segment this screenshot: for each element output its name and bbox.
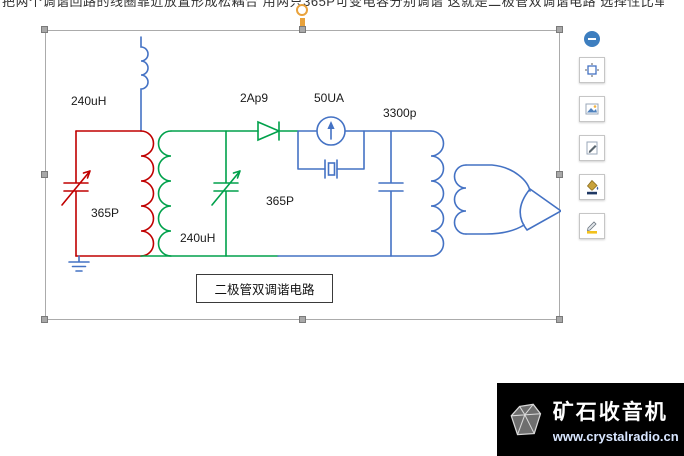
watermark: 矿石收音机 www.crystalradio.cn bbox=[497, 383, 684, 456]
tank2[interactable] bbox=[140, 120, 299, 257]
earphone-lead-bottom bbox=[465, 224, 525, 235]
label-tank2-inductor[interactable]: 240uH bbox=[180, 231, 215, 245]
pencil-yellow-icon bbox=[586, 221, 597, 234]
outline-color-button[interactable] bbox=[579, 213, 605, 239]
selection-handle-top-right[interactable] bbox=[556, 26, 563, 33]
label-meter[interactable]: 50UA bbox=[314, 91, 344, 105]
earphone-lead-top bbox=[465, 164, 531, 192]
drawing-canvas[interactable]: 240uH 365P 240uH 365P 2Ap9 50UA 3300p 二极… bbox=[45, 30, 561, 321]
earphone-body[interactable] bbox=[519, 188, 561, 231]
paint-bucket-icon bbox=[586, 179, 599, 195]
picture-icon bbox=[585, 103, 599, 115]
antenna-coil-shape[interactable] bbox=[140, 36, 149, 132]
ground-symbol[interactable] bbox=[68, 255, 90, 272]
label-tank1-capacitor[interactable]: 365P bbox=[91, 206, 119, 220]
selection-handle-bottom-middle[interactable] bbox=[299, 316, 306, 323]
tank1[interactable] bbox=[61, 130, 155, 257]
transformer-primary[interactable] bbox=[430, 130, 445, 257]
crystal-element-body bbox=[327, 162, 336, 176]
circuit-diagram[interactable]: 240uH 365P 240uH 365P 2Ap9 50UA 3300p bbox=[46, 31, 561, 321]
watermark-site-name: 矿石收音机 bbox=[552, 400, 668, 424]
tank1-capacitor-arrow bbox=[61, 170, 91, 206]
tank1-variable-capacitor[interactable] bbox=[63, 130, 89, 257]
clipped-text-line: 把两个调谐回路的线圈靠近放置形成松耦合 用两只365P可变电容分别调谐 这就是二… bbox=[2, 0, 664, 7]
label-filter-capacitor[interactable]: 3300p bbox=[383, 106, 417, 120]
watermark-site-url: www.crystalradio.cn bbox=[552, 428, 678, 444]
tank2-capacitor-arrow bbox=[211, 170, 241, 206]
edit-pencil-icon bbox=[586, 141, 598, 155]
collapse-toolbar-button[interactable] bbox=[584, 31, 600, 47]
filter-capacitor[interactable] bbox=[378, 130, 404, 257]
clipped-text: 把两个调谐回路的线圈靠近放置形成松耦合 用两只365P可变电容分别调谐 这就是二… bbox=[2, 0, 664, 7]
selection-handle-middle-left[interactable] bbox=[41, 171, 48, 178]
circuit-title-box[interactable]: 二极管双调谐电路 bbox=[196, 274, 333, 303]
circuit-title: 二极管双调谐电路 bbox=[214, 283, 315, 297]
detector-meter-section[interactable] bbox=[68, 116, 561, 272]
picture-style-button[interactable] bbox=[579, 96, 605, 122]
minus-circle-icon bbox=[588, 38, 596, 40]
tank2-variable-capacitor[interactable] bbox=[213, 130, 239, 257]
selection-handle-top-left[interactable] bbox=[41, 26, 48, 33]
selection-handle-bottom-left[interactable] bbox=[41, 316, 48, 323]
fill-color-button[interactable] bbox=[579, 174, 605, 200]
layout-options-button[interactable] bbox=[579, 57, 605, 83]
meter-needle-arrowhead bbox=[327, 121, 335, 129]
label-tank2-capacitor[interactable]: 365P bbox=[266, 194, 294, 208]
selection-handle-bottom-right[interactable] bbox=[556, 316, 563, 323]
layout-icon bbox=[585, 63, 599, 77]
rotate-handle-stem bbox=[300, 18, 305, 26]
diode-bar bbox=[278, 121, 299, 141]
diode[interactable] bbox=[257, 120, 282, 142]
selection-handle-middle-right[interactable] bbox=[556, 171, 563, 178]
watermark-text: 矿石收音机 www.crystalradio.cn bbox=[553, 396, 678, 444]
floating-toolbar bbox=[578, 31, 606, 252]
meter-loop-wires bbox=[297, 130, 365, 170]
component-labels: 240uH 365P 240uH 365P 2Ap9 50UA 3300p bbox=[71, 91, 417, 245]
selection-handle-top-middle[interactable] bbox=[299, 26, 306, 33]
tank2-inductor[interactable] bbox=[157, 130, 172, 257]
tank1-inductor[interactable] bbox=[140, 130, 155, 257]
rotate-handle-icon[interactable] bbox=[296, 4, 308, 16]
label-diode[interactable]: 2Ap9 bbox=[240, 91, 268, 105]
crystal-element-plates[interactable] bbox=[324, 159, 338, 179]
transformer-secondary[interactable] bbox=[453, 164, 467, 235]
label-tank1-inductor[interactable]: 240uH bbox=[71, 94, 106, 108]
crystal-icon bbox=[510, 403, 542, 435]
edit-shape-button[interactable] bbox=[579, 135, 605, 161]
antenna-coil[interactable] bbox=[140, 36, 149, 132]
